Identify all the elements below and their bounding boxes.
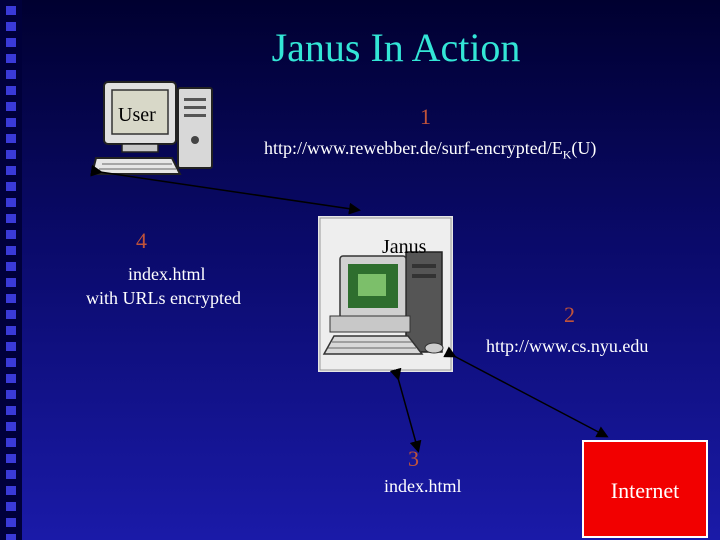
sidebar-square <box>6 470 16 479</box>
sidebar-square <box>6 438 16 447</box>
sidebar-square <box>6 294 16 303</box>
sidebar-square <box>6 182 16 191</box>
internet-label: Internet <box>610 478 680 503</box>
sidebar-bullet-strip <box>0 0 22 540</box>
sidebar-square <box>6 278 16 287</box>
sidebar-square <box>6 214 16 223</box>
janus-server-photo <box>318 216 453 372</box>
request-url: http://www.rewebber.de/surf-encrypted/EK… <box>264 138 596 163</box>
sidebar-square <box>6 118 16 127</box>
sidebar-square <box>6 6 16 15</box>
sidebar-square <box>6 262 16 271</box>
response-line-2: with URLs encrypted <box>86 288 241 308</box>
response-line-1: index.html <box>128 264 206 284</box>
sidebar-square <box>6 22 16 31</box>
sidebar-square <box>6 198 16 207</box>
sidebar-square <box>6 518 16 527</box>
arrow-janus-internet <box>443 346 609 438</box>
sidebar-square <box>6 134 16 143</box>
sidebar-square <box>6 310 16 319</box>
sidebar-square <box>6 38 16 47</box>
sidebar-square <box>6 406 16 415</box>
step-3-text: index.html <box>384 476 462 496</box>
sidebar-square <box>6 70 16 79</box>
sidebar-square <box>6 342 16 351</box>
sidebar-square <box>6 486 16 495</box>
user-label: User <box>118 104 156 126</box>
sidebar-square <box>6 390 16 399</box>
sidebar-square <box>6 230 16 239</box>
sidebar-square <box>6 166 16 175</box>
arrow-janus-user-return <box>389 367 422 453</box>
sidebar-square <box>6 502 16 511</box>
janus-label: Janus <box>382 236 427 258</box>
request-url-suffix: (U) <box>571 138 597 158</box>
internet-box: Internet <box>582 440 708 538</box>
sidebar-square <box>6 246 16 255</box>
step-1-number: 1 <box>420 104 431 129</box>
arrow-user-janus <box>90 164 361 215</box>
step-3-number: 3 <box>408 446 419 471</box>
request-url-subscript: K <box>562 147 572 162</box>
sidebar-square <box>6 374 16 383</box>
step-4-number: 4 <box>136 228 147 253</box>
sidebar-square <box>6 150 16 159</box>
sidebar-square <box>6 86 16 95</box>
slide-title: Janus In Action <box>271 25 521 70</box>
sidebar-square <box>6 102 16 111</box>
sidebar-square <box>6 454 16 463</box>
request-url-prefix: http://www.rewebber.de/surf-encrypted/E <box>264 138 563 158</box>
sidebar-square <box>6 422 16 431</box>
sidebar-square <box>6 358 16 367</box>
sidebar-square <box>6 326 16 335</box>
sidebar-square <box>6 54 16 63</box>
sidebar-square <box>6 534 16 540</box>
step-2-number: 2 <box>564 302 575 327</box>
